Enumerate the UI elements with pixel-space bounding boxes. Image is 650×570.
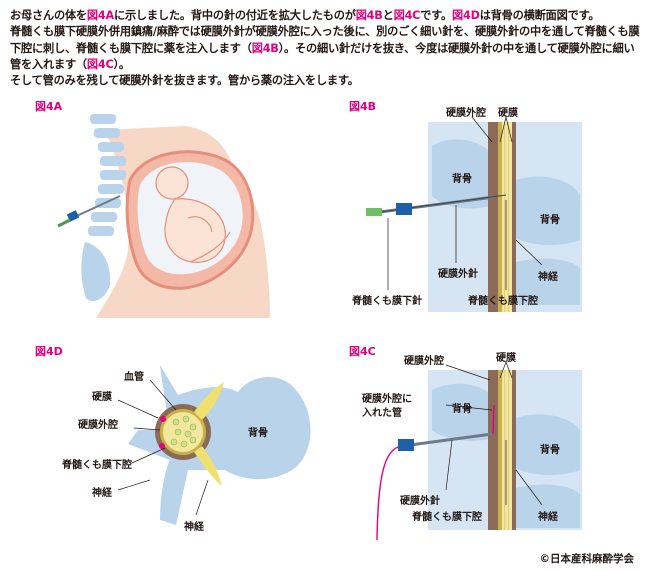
intro-text-segment: です。 <box>420 9 453 22</box>
vertebra-cross-section <box>128 365 311 525</box>
intro-text-segment: ）。その細い針だけを抜き、今度は硬膜外針の中を通して硬膜外腔に細い管を入れます（ <box>10 41 635 71</box>
panel-title-4b: 図4B <box>349 100 377 113</box>
subarachnoid-layer <box>502 370 512 530</box>
panel-4d-leaders <box>117 379 209 516</box>
figure-ref-4b: 図4B <box>251 41 279 55</box>
label-tube-line-2: 入れた管 <box>362 408 402 419</box>
label-dura: 硬膜 <box>92 392 112 403</box>
panel-4b-illustration <box>366 116 582 312</box>
panel-4c-illustration <box>376 361 582 541</box>
label-spine: 背骨 <box>248 428 268 439</box>
vertebra-lower <box>516 414 580 476</box>
label-subarachnoid: 脊髄くも膜下腔 <box>468 296 538 307</box>
label-subarachnoid: 脊髄くも膜下腔 <box>62 460 132 471</box>
panel-4b-leaders <box>387 116 543 290</box>
spine-column <box>88 114 126 236</box>
intro-text-segment: は背骨の横断面図です。 <box>479 9 600 22</box>
intro-paragraph-2: 脊髄くも膜下硬膜外併用鎮痛/麻酔では硬膜外針が硬膜外腔に入った後に、別のごく細い… <box>10 24 642 73</box>
fetus <box>155 166 231 263</box>
panel-4d-illustration <box>117 365 311 525</box>
label-epidural-space: 硬膜外腔 <box>446 108 486 119</box>
vertebra-bottom <box>516 484 580 528</box>
label-nerve: 神経 <box>538 272 558 283</box>
label-epidural-space: 硬膜外腔 <box>404 356 444 367</box>
epidural-catheter <box>376 404 495 541</box>
label-epidural-space: 硬膜外腔 <box>78 420 118 431</box>
epidural-needle-hub <box>398 439 414 451</box>
intro-text-segment: 脊髄くも膜下硬膜外併用鎮痛/麻酔では硬膜外針が硬膜外腔に入った後に、別のごく細い… <box>10 25 640 55</box>
label-subarachnoid: 脊髄くも膜下腔 <box>412 512 482 523</box>
figure-ref-4c: 図4C <box>393 9 421 22</box>
vertebra-upper <box>432 383 494 441</box>
nerve-rootlets <box>170 415 197 448</box>
dura-layer <box>498 370 502 530</box>
label-spine-lower: 背骨 <box>540 445 560 456</box>
posterior-layer <box>512 370 516 530</box>
panel-title-4a: 図4A <box>35 100 63 113</box>
vertebra-lower <box>516 176 580 246</box>
epidural-space-layer <box>488 122 498 312</box>
label-epidural-needle: 硬膜外針 <box>400 496 440 507</box>
panel-title-4c: 図4C <box>349 345 376 358</box>
epidural-needle-shaft <box>409 432 493 447</box>
epidural-needle-hub <box>396 203 412 215</box>
vertebra-upper <box>432 139 494 209</box>
intro-paragraph-1: お母さんの体を図4Aに示しました。背中の針の付近を拡大したものが図4Bと図4Cで… <box>10 8 642 24</box>
label-spine-lower: 背骨 <box>540 215 560 226</box>
nerve-root-lower <box>194 446 222 486</box>
back-needle <box>57 195 121 228</box>
label-tube-line-1: 硬膜外腔に <box>362 394 412 405</box>
label-nerve: 神経 <box>538 512 558 523</box>
figure-ref-4c: 図4C <box>86 57 114 71</box>
intro-text-segment: お母さんの体を <box>10 9 87 22</box>
epidural-space-layer <box>488 370 498 530</box>
label-epidural-needle: 硬膜外針 <box>438 269 478 280</box>
label-blood-vessel: 血管 <box>124 372 144 383</box>
intro-text-segment: に示しました。背中の針の付近を拡大したものが <box>113 9 356 22</box>
sacrum <box>81 242 111 302</box>
nerve-root-upper <box>194 382 224 420</box>
figure-ref-4d: 図4D <box>452 9 480 22</box>
intro-text-segment: ）。 <box>113 57 131 71</box>
label-dura: 硬膜 <box>498 108 518 119</box>
blood-vessel <box>160 416 166 422</box>
label-dura: 硬膜 <box>496 353 516 364</box>
intro-text-segment: と <box>382 9 394 22</box>
panel-4c-leaders <box>445 361 543 506</box>
label-nerve-bottom: 神経 <box>184 522 204 533</box>
copyright-notice: ©日本産科麻酔学会 <box>539 553 635 565</box>
figure-ref-4b: 図4B <box>355 9 383 22</box>
panel-4a-illustration <box>57 114 270 318</box>
vertebra-bottom <box>516 258 580 305</box>
panel-title-4d: 図4D <box>35 345 63 358</box>
intro-paragraph-3: そして管のみを残して硬膜外針を抜きます。管から薬の注入をします。 <box>10 74 359 88</box>
intro-text: お母さんの体を図4Aに示しました。背中の針の付近を拡大したものが図4Bと図4Cで… <box>10 8 642 89</box>
blood-vessel <box>159 443 165 449</box>
label-spine-upper: 背骨 <box>452 404 472 415</box>
dura-layer <box>498 122 502 312</box>
subarachnoid-layer <box>502 122 512 312</box>
figure-ref-4a: 図4A <box>86 9 114 22</box>
spinal-needle-hub <box>366 208 382 216</box>
posterior-layer <box>512 122 516 312</box>
label-nerve-left: 神経 <box>92 488 112 499</box>
label-spinal-needle: 脊髄くも膜下針 <box>352 296 422 307</box>
label-spine-upper: 背骨 <box>452 174 472 185</box>
